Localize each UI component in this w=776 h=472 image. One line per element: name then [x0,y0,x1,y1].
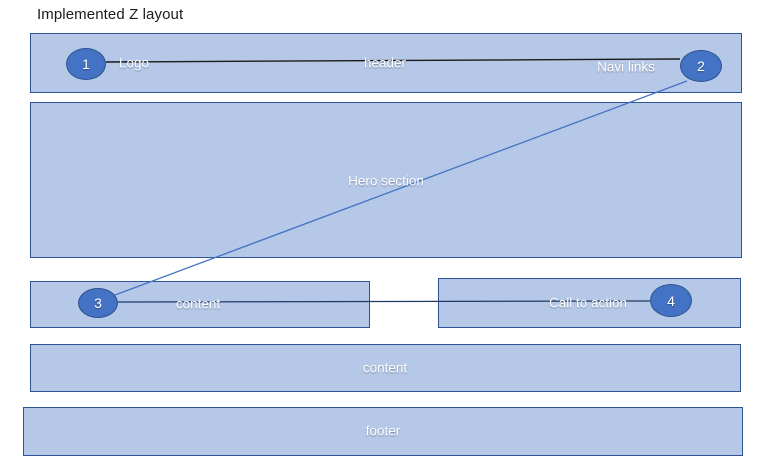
step-marker-2: 2 [680,50,722,82]
page-title: Implemented Z layout [37,6,184,23]
footer-box [23,407,743,456]
step-marker-1: 1 [66,48,106,80]
content-full-label: content [362,360,408,376]
navi-links-label: Navi links [597,59,655,75]
footer-label: footer [365,423,401,439]
header-label: header [363,55,407,71]
logo-label: Logo [118,55,150,71]
step-marker-3: 3 [78,288,118,318]
step-marker-4: 4 [650,284,692,317]
content-left-label: content [175,296,221,312]
hero-section-label: Hero section [348,173,424,189]
content-full-box [30,344,741,392]
call-to-action-label: Call to action [548,295,628,311]
